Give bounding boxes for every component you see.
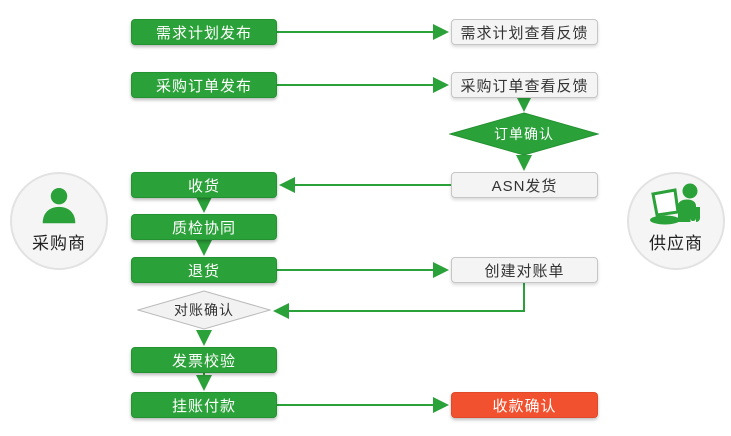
node-label: 创建对账单	[484, 262, 565, 280]
node-po-feedback: 采购订单查看反馈	[451, 72, 598, 98]
node-label: 订单确认	[494, 126, 554, 142]
actor-supplier-label: 供应商	[649, 234, 703, 253]
person-laptop-icon	[650, 183, 700, 225]
diamond-shape	[137, 290, 271, 330]
node-create-statement: 创建对账单	[451, 257, 598, 283]
node-statement-confirm: 对账确认	[137, 290, 271, 330]
node-label: 需求计划查看反馈	[460, 24, 589, 42]
node-label: 挂账付款	[171, 397, 236, 415]
node-label: ASN发货	[491, 177, 558, 195]
node-label: 对账确认	[174, 302, 234, 318]
node-label: 收货	[187, 177, 220, 195]
node-label: 质检协同	[171, 219, 236, 237]
actor-buyer: 采购商	[10, 172, 108, 270]
node-return-goods: 退货	[131, 257, 277, 283]
node-demand-plan-publish: 需求计划发布	[131, 19, 277, 45]
person-icon	[42, 187, 76, 224]
actor-supplier: 供应商	[627, 172, 725, 270]
node-asn-ship: ASN发货	[451, 172, 598, 198]
node-quality-check: 质检协同	[131, 214, 277, 240]
node-payment: 挂账付款	[131, 392, 277, 418]
node-invoice-verify: 发票校验	[131, 347, 277, 373]
node-payment-confirm: 收款确认	[451, 392, 598, 418]
node-demand-plan-feedback: 需求计划查看反馈	[451, 19, 598, 45]
node-po-publish: 采购订单发布	[131, 72, 277, 98]
node-label: 收款确认	[492, 397, 557, 415]
node-receive: 收货	[131, 172, 277, 198]
actor-buyer-label: 采购商	[32, 234, 86, 253]
node-label: 需求计划发布	[155, 24, 252, 42]
node-label: 采购订单查看反馈	[460, 77, 589, 95]
node-label: 发票校验	[171, 352, 236, 370]
node-label: 退货	[187, 262, 220, 280]
node-order-confirm: 订单确认	[449, 112, 599, 156]
node-label: 采购订单发布	[155, 77, 252, 95]
